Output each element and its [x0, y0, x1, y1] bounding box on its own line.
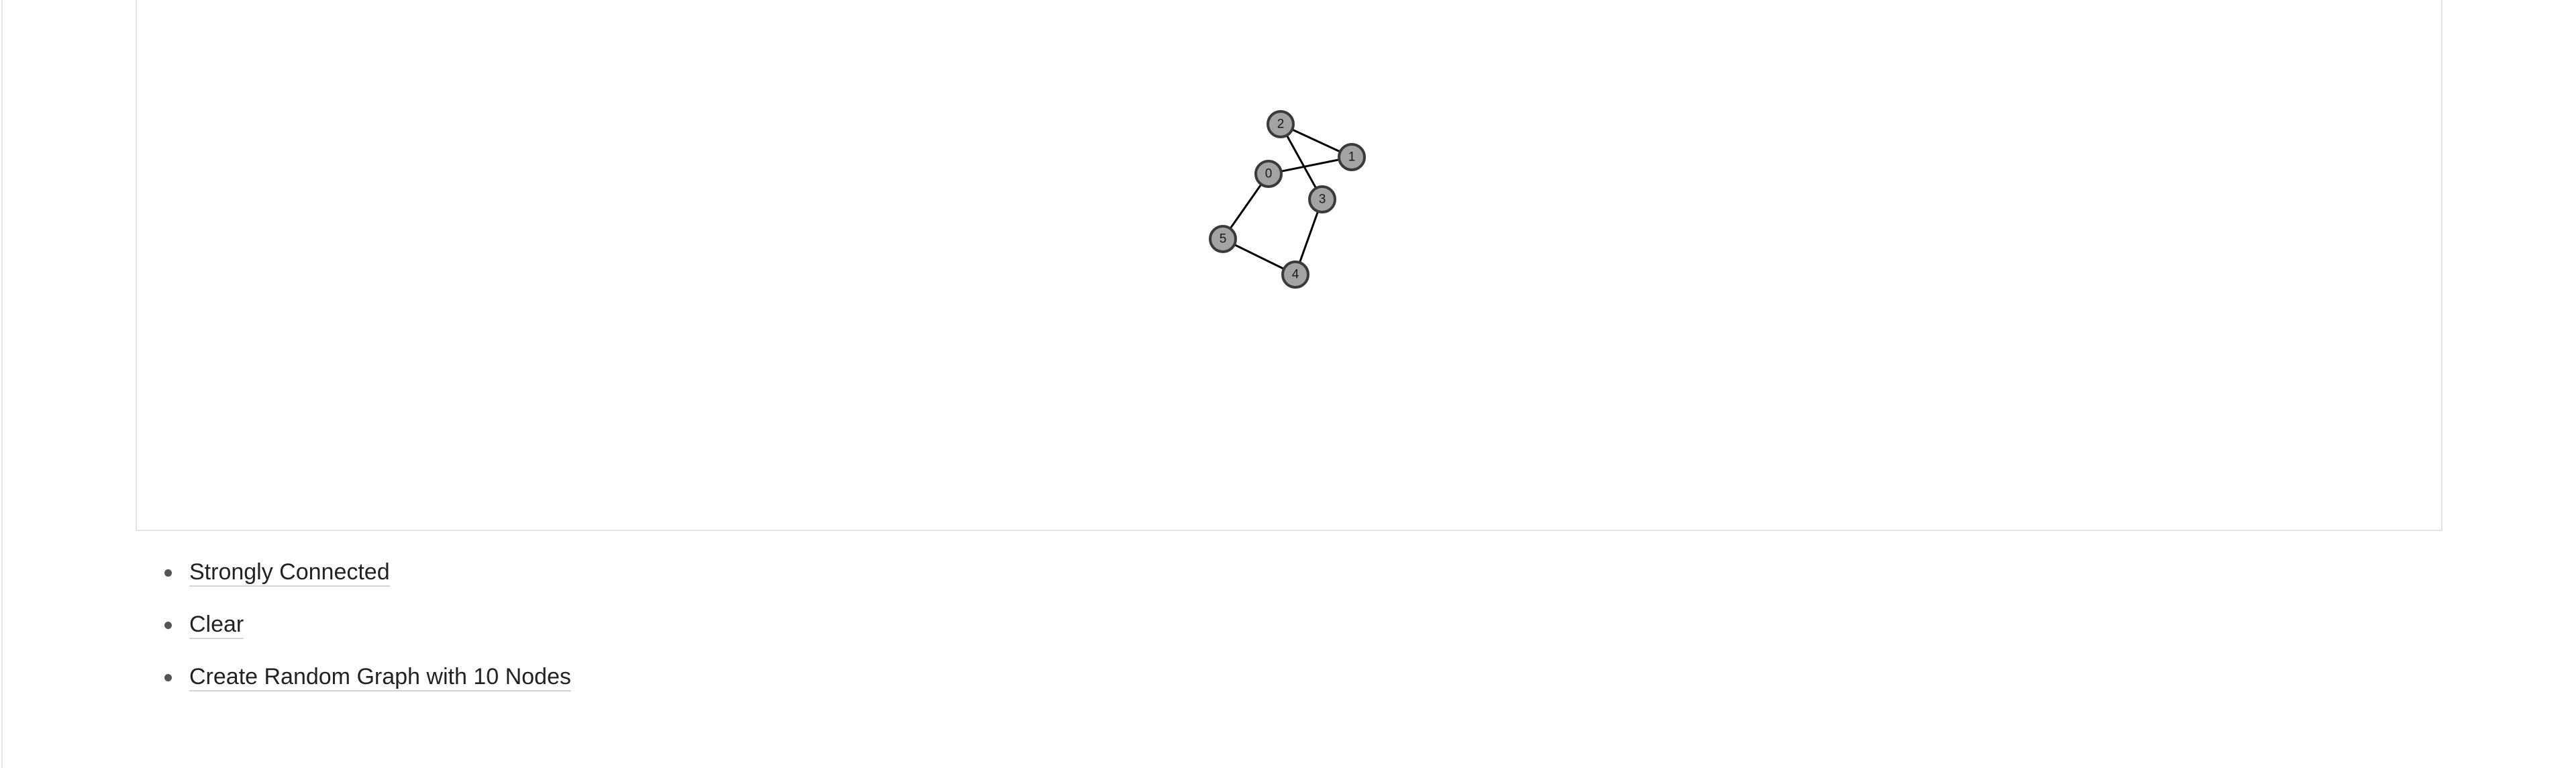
- graph-edge-0-1: [1268, 156, 1352, 175]
- page-left-border: [1, 0, 3, 768]
- graph-node-circle[interactable]: [1267, 110, 1295, 138]
- clear-link[interactable]: Clear: [189, 612, 244, 639]
- graph-node-circle[interactable]: [1209, 225, 1237, 253]
- graph-node-0[interactable]: 0: [1254, 160, 1283, 188]
- action-list: Strongly Connected Clear Create Random G…: [161, 552, 571, 709]
- random-graph-link[interactable]: Create Random Graph with 10 Nodes: [189, 664, 571, 691]
- bullet-icon: [164, 569, 172, 577]
- graph-node-circle[interactable]: [1308, 185, 1336, 213]
- graph-node-circle[interactable]: [1338, 143, 1366, 171]
- graph-node-5[interactable]: 5: [1209, 225, 1237, 253]
- graph-node-4[interactable]: 4: [1281, 260, 1309, 289]
- graph-node-circle[interactable]: [1281, 260, 1309, 289]
- graph-node-3[interactable]: 3: [1308, 185, 1336, 213]
- action-item-strongly-connected: Strongly Connected: [161, 552, 571, 604]
- graph-node-2[interactable]: 2: [1267, 110, 1295, 138]
- action-item-clear: Clear: [161, 604, 571, 657]
- bullet-icon: [164, 674, 172, 681]
- graph-node-circle[interactable]: [1254, 160, 1283, 188]
- graph-edge-2-3: [1279, 124, 1324, 200]
- bullet-icon: [164, 622, 172, 629]
- strongly-connected-link[interactable]: Strongly Connected: [189, 559, 390, 587]
- graph-svg[interactable]: 0 1 2 3 4 5: [137, 0, 2444, 531]
- graph-node-1[interactable]: 1: [1338, 143, 1366, 171]
- graph-canvas[interactable]: 0 1 2 3 4 5: [136, 0, 2442, 531]
- action-item-random-graph: Create Random Graph with 10 Nodes: [161, 657, 571, 709]
